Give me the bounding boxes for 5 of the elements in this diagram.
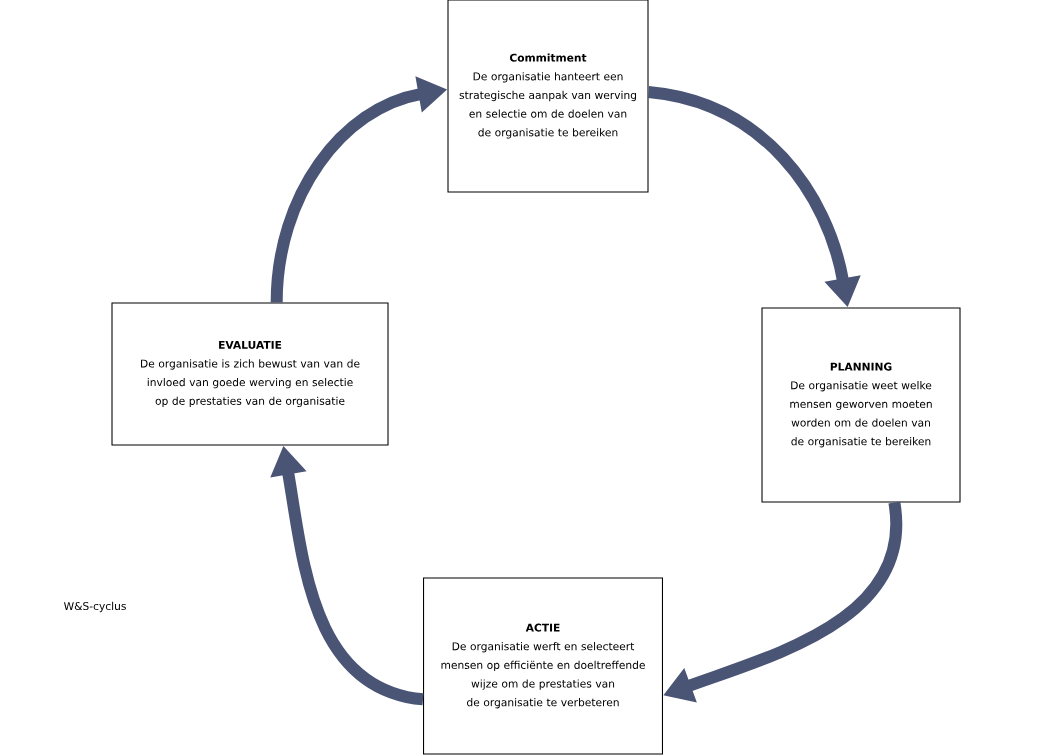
text-box: EVALUATIE De organisatie is zich bewust van van de invloed van goede werving en selectie op de prestaties van de organisatie xyxy=(111,302,389,446)
text-box: Commitment De organisatie hanteert een strategische aanpak van werving en selectie om de doelen van de organisatie te bereiken xyxy=(447,0,649,193)
text-box: ACTIE De organisatie werft en selecteert mensen op efficiënte en doeltreffende wijze om de prestaties van de organisatie te verbeteren xyxy=(423,577,663,755)
caption-label: W&S-cyclus xyxy=(63,601,126,613)
text-box: PLANNING De organisatie weet welke mensen geworven moeten worden om de doelen van de organisatie te bereiken xyxy=(761,307,961,503)
